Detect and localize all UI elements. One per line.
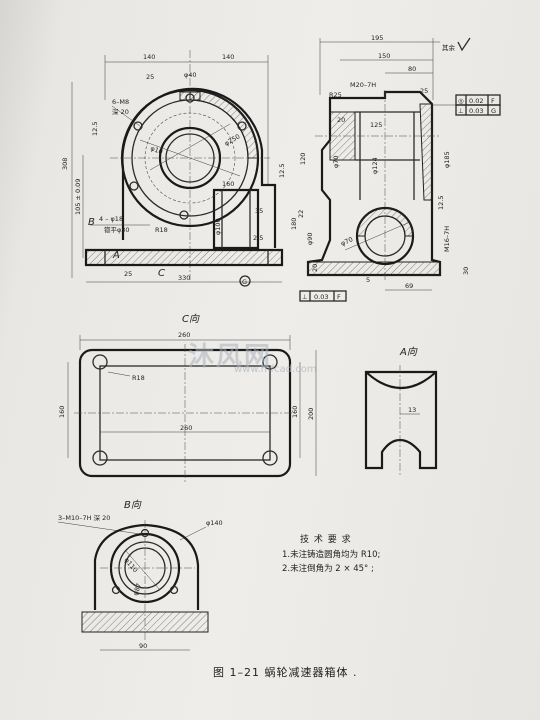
view-b: B向 3–M10–7H 深 20 φ140 φ110 φ87 90 — [57, 499, 223, 651]
dim-depth-20: 深 20 — [112, 107, 129, 116]
dim-20-b: 20 — [311, 264, 319, 272]
dim-160-c: 160 — [58, 406, 66, 418]
figure-caption: 图 1–21 蜗轮减速器箱体 . — [213, 666, 358, 679]
dim-angle-25-b: 25 — [124, 270, 132, 278]
view-marker-a: A — [112, 250, 120, 261]
dim-90: 90 — [139, 642, 147, 650]
tolerance-frame-1: ◎ 0.02 F — [455, 94, 501, 106]
front-view: 140 140 φ40 25 6–M8 深 20 308 105 ± 0.09 … — [61, 50, 286, 287]
dim-5: 5 — [366, 276, 370, 284]
dim-spotface: 锪平φ30 — [104, 225, 130, 234]
dim-4-phi18: 4 – φ18 — [99, 215, 123, 223]
dim-105: 105 ± 0.09 — [74, 179, 82, 215]
view-c: C向 260 R18 260 160 160 200 — [58, 313, 317, 482]
view-b-title: B向 — [124, 499, 142, 511]
tech-requirements-title: 技 术 要 求 — [300, 535, 352, 545]
dim-angle-25-side: 25 — [420, 87, 428, 95]
side-view: 195 150 80 M20–7H R25 25 其余 125 20 φ70 1… — [290, 34, 501, 302]
dim-160: 160 — [222, 180, 234, 188]
view-a-title: A向 — [399, 346, 418, 358]
tolerance-value-2: 0.03 — [469, 107, 483, 115]
dim-195: 195 — [371, 34, 383, 42]
dim-125: 125 — [370, 121, 382, 129]
dim-angle-25: 25 — [146, 73, 154, 81]
tolerance-datum-bottom: F — [337, 293, 341, 301]
dim-phi185: φ185 — [443, 151, 451, 168]
dim-phi124: φ124 — [371, 157, 379, 174]
tolerance-frame-bottom: ⊥ 0.03 F — [299, 290, 347, 302]
dim-69: 69 — [405, 282, 413, 290]
tech-requirement-2: 2.未注倒角为 2 × 45° ; — [282, 564, 374, 574]
dim-r18: R18 — [155, 226, 168, 234]
view-a: A向 13 — [364, 346, 438, 475]
dim-160-c-right: 160 — [291, 406, 299, 418]
dim-12-5: 12.5 — [91, 122, 99, 136]
dim-260-top: 260 — [178, 331, 190, 339]
dim-m16: M16–7H — [443, 226, 451, 252]
watermark-logo: 沐风网 — [188, 342, 273, 372]
watermark-url: www.mfcad.com — [234, 364, 317, 375]
tolerance-symbol-2: ⊥ — [458, 107, 464, 115]
dim-phi250: φ250 — [223, 132, 241, 147]
dim-phi87: φ87 — [131, 582, 143, 597]
tolerance-frame-2: ⊥ 0.03 G — [455, 104, 501, 116]
dim-330: 330 — [178, 274, 190, 282]
dim-2-5: 2.5 — [253, 234, 263, 242]
dim-35: 35 — [255, 207, 263, 215]
view-c-title: C向 — [182, 313, 200, 325]
tolerance-datum-2: G — [491, 107, 496, 115]
dim-phi70: φ70 — [332, 155, 340, 168]
dim-140-right: 140 — [222, 53, 234, 61]
surface-rest-label: 其余 — [442, 43, 456, 52]
dim-22: 22 — [297, 210, 305, 218]
dim-80: 80 — [408, 65, 416, 73]
dim-13: 13 — [408, 406, 416, 414]
dim-30: 30 — [462, 267, 470, 275]
dim-200-c: 200 — [307, 408, 315, 420]
dim-phi70-b: φ70 — [339, 235, 354, 248]
view-marker-c: C — [158, 268, 165, 279]
dim-phi140: φ140 — [206, 519, 223, 527]
dim-20: 20 — [337, 116, 345, 124]
tolerance-value-1: 0.02 — [469, 97, 483, 105]
dim-150: 150 — [378, 52, 390, 60]
tolerance-datum-1: F — [491, 97, 495, 105]
dim-r25: R25 — [329, 91, 342, 99]
tech-requirement-1: 1.未注铸造圆角均为 R10; — [282, 550, 381, 560]
dim-12-5-b: 12.5 — [278, 164, 286, 178]
dim-phi40: φ40 — [184, 71, 197, 79]
dim-m20: M20–7H — [350, 81, 376, 89]
dim-12-5-side: 12.5 — [437, 196, 445, 210]
dim-6-m8: 6–M8 — [112, 98, 129, 106]
dim-260-inner: 260 — [180, 424, 192, 432]
dim-308: 308 — [61, 158, 69, 170]
dim-phi100: φ100 — [214, 218, 222, 235]
tolerance-symbol-1: ◎ — [458, 97, 464, 105]
dim-r18-c: R18 — [132, 374, 145, 382]
dim-180: 180 — [290, 218, 298, 230]
tolerance-value-bottom: 0.03 — [314, 293, 328, 301]
view-marker-b: B — [88, 217, 95, 228]
dim-phi10: φ10 — [149, 144, 164, 156]
dim-phi90: φ90 — [306, 232, 314, 245]
dim-140-left: 140 — [143, 53, 155, 61]
dim-120: 120 — [299, 153, 307, 165]
datum-g: G — [242, 278, 247, 286]
tolerance-symbol-bottom: ⊥ — [302, 293, 308, 301]
dim-3-m10: 3–M10–7H 深 20 — [58, 513, 110, 522]
